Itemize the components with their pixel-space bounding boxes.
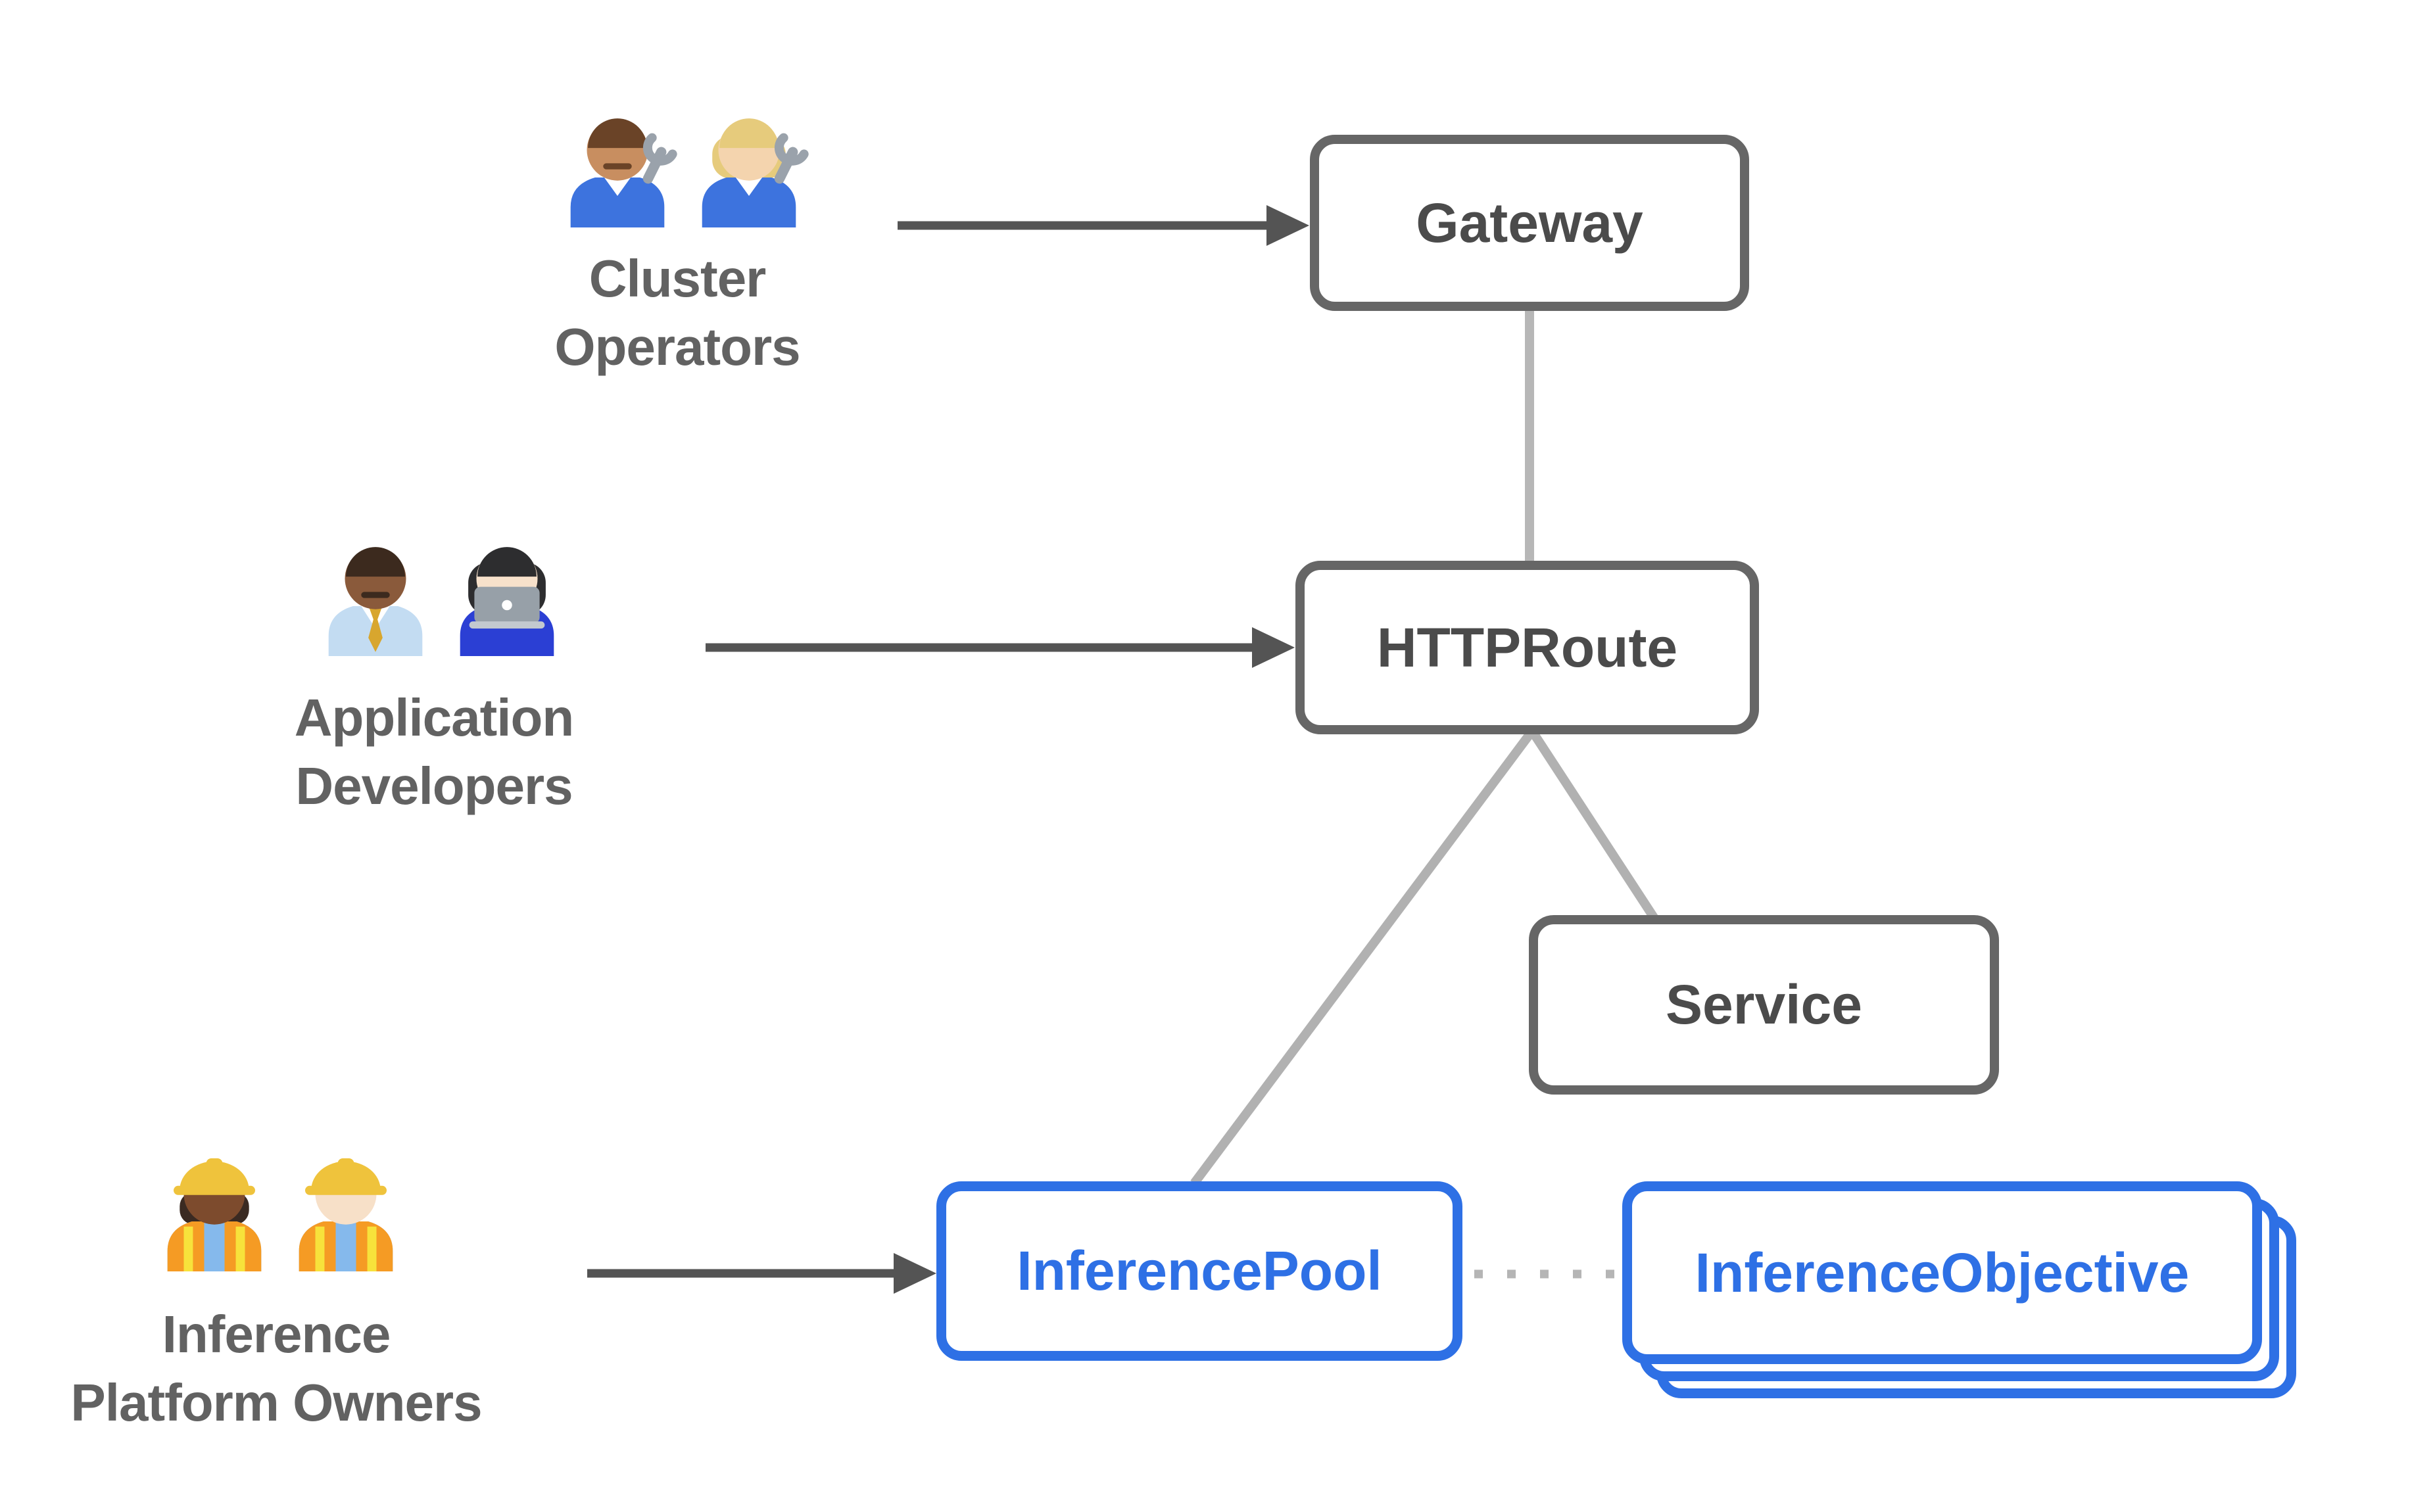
- woman-mechanic-icon: [702, 118, 809, 227]
- inferenceobjective-node: InferenceObjective: [1622, 1181, 2262, 1364]
- inference-platform-owners-label: Inference Platform Owners: [70, 1305, 482, 1432]
- inferencepool-node: InferencePool: [936, 1181, 1462, 1361]
- cluster-operators-icons: [556, 105, 810, 227]
- cluster-operators-label: Cluster Operators: [554, 249, 800, 376]
- woman-technologist-icon: [460, 547, 554, 656]
- application-developers-icons: [314, 534, 568, 656]
- man-mechanic-icon: [570, 118, 677, 227]
- inferenceobjective-node-label: InferenceObjective: [1695, 1241, 2190, 1304]
- inference-platform-owners-icons: [153, 1149, 407, 1271]
- service-node-label: Service: [1666, 974, 1862, 1035]
- httproute-node: HTTPRoute: [1295, 561, 1759, 734]
- gateway-node: Gateway: [1310, 135, 1749, 311]
- woman-construction-worker-icon: [167, 1158, 262, 1271]
- application-developers-label: Application Developers: [294, 688, 575, 815]
- man-office-worker-icon: [328, 547, 423, 656]
- service-node: Service: [1529, 915, 1999, 1095]
- application-developers-arrowhead-icon: [1252, 627, 1295, 668]
- httproute-service-connector: [1528, 728, 1658, 921]
- inferenceobjective-stack: InferenceObjective: [1622, 1181, 2300, 1402]
- gateway-node-label: Gateway: [1416, 191, 1643, 254]
- inference-platform-owners-arrowhead-icon: [894, 1253, 936, 1294]
- httproute-node-label: HTTPRoute: [1376, 616, 1678, 678]
- httproute-inferencepool-connector: [1190, 728, 1536, 1187]
- cluster-operators-arrowhead-icon: [1266, 205, 1309, 246]
- inferencepool-node-label: InferencePool: [1017, 1240, 1382, 1302]
- man-construction-worker-icon: [299, 1158, 393, 1271]
